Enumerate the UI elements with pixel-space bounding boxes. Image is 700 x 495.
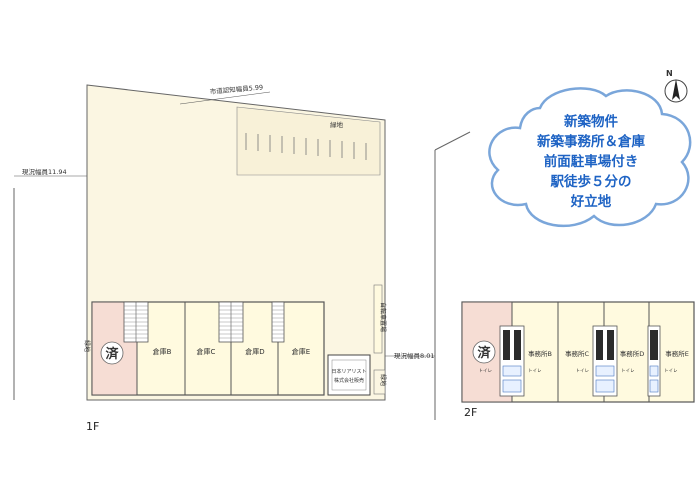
sold-badge-1f-text: 済 — [105, 346, 119, 362]
bike-parking-label: 自転車置場 — [379, 302, 387, 332]
cloud-line-2: 新築事務所＆倉庫 — [537, 133, 645, 150]
sign-line1: 日本リアリスト — [331, 368, 366, 375]
staircase-1 — [123, 301, 149, 343]
office-e-label: 事務所E — [665, 349, 689, 358]
road-left-label: 現況幅員11.94 — [22, 167, 67, 176]
dim-top — [179, 91, 271, 105]
core-block-2 — [592, 325, 618, 397]
toilet-label-1: トイレ — [479, 369, 493, 374]
green-top-label: 緑地 — [330, 120, 344, 129]
parking-area — [236, 106, 381, 176]
compass: N — [664, 69, 688, 103]
sign-line2: 株式会社販売 — [334, 377, 364, 384]
sold-badge-2f-text: 済 — [477, 345, 491, 361]
staircase-3 — [271, 301, 285, 343]
green-left-label: 緑地 — [83, 340, 91, 352]
floor-1-plan: 市道認知幅員5.99 現況幅員11.94 現況幅員8.01 緑地 — [13, 82, 471, 433]
staircase-2 — [218, 301, 244, 343]
north-arrow-icon — [672, 79, 680, 100]
warehouse-c-label: 倉庫C — [197, 347, 216, 356]
green-right-box — [373, 369, 386, 395]
green-right-label: 緑地 — [379, 374, 387, 386]
warehouse-d-label: 倉庫D — [245, 347, 264, 356]
floor-1-label: 1F — [86, 420, 99, 433]
sign-box — [327, 354, 371, 396]
office-b-label: 事務所B — [528, 349, 552, 358]
core-block-1 — [499, 325, 525, 397]
parking-stalls — [245, 133, 367, 160]
office-d-label: 事務所D — [620, 349, 645, 358]
promo-cloud: 新築物件 新築事務所＆倉庫 前面駐車場付き 駅徒歩５分の 好立地 — [488, 87, 692, 228]
office-c-label: 事務所C — [565, 349, 590, 358]
road-right-label: 現況幅員8.01 — [394, 351, 434, 360]
toilet-label-2: トイレ — [528, 369, 542, 374]
floor-2-plan: トイレ トイレ トイレ トイレ トイレ 済 事務所B 事務所C 事務所D 事務所… — [461, 301, 695, 419]
cloud-line-1: 新築物件 — [564, 113, 618, 130]
cloud-line-3: 前面駐車場付き — [544, 153, 639, 170]
core-block-3 — [647, 325, 661, 397]
toilet-label-4: トイレ — [621, 369, 635, 374]
cloud-shape — [488, 87, 692, 228]
cloud-line-4: 駅徒歩５分の — [551, 173, 632, 190]
warehouse-e-label: 倉庫E — [292, 347, 310, 356]
floor-2-label: 2F — [464, 406, 477, 419]
warehouse-b-label: 倉庫B — [153, 347, 172, 356]
toilet-label-3: トイレ — [576, 369, 590, 374]
sold-badge-1f — [100, 341, 124, 365]
cloud-line-5: 好立地 — [570, 193, 612, 210]
compass-label: N — [666, 69, 673, 78]
toilet-label-5: トイレ — [664, 369, 678, 374]
road-edge-right — [434, 131, 471, 151]
bike-parking — [373, 284, 383, 354]
sold-badge-2f — [472, 340, 496, 364]
